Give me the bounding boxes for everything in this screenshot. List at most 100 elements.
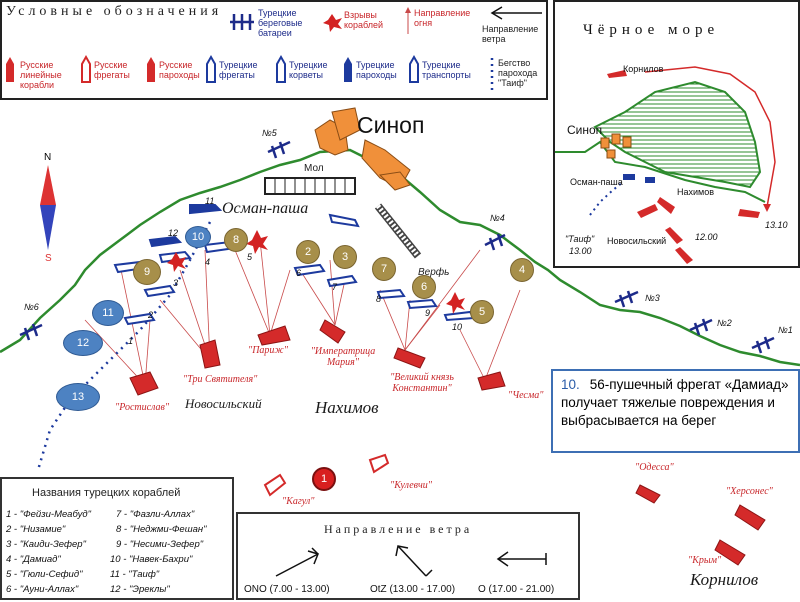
badge-11[interactable]: 11 xyxy=(92,300,124,326)
inset-drawing xyxy=(555,66,776,264)
name-item: 7 - "Фазли-Аллах" xyxy=(116,509,195,520)
ship-label-parizh: "Париж" xyxy=(248,345,288,356)
ship-number: 6 xyxy=(296,268,302,278)
wind-arrow-ono-icon xyxy=(275,547,320,577)
novosilsky-label: Новосильский xyxy=(185,396,262,411)
name-item: 4 - "Дамиад" xyxy=(6,554,61,565)
rus-steam-icon xyxy=(147,57,155,82)
inset-time-12: 12.00 xyxy=(695,232,718,242)
ship-label-rostislav: "Ростислав" xyxy=(115,402,170,413)
ship-number: 10 xyxy=(452,322,463,332)
rus-line-icon xyxy=(6,57,14,82)
badge-4[interactable]: 4 xyxy=(510,258,534,282)
badge-5[interactable]: 5 xyxy=(470,300,494,324)
inset-nakhimov: Нахимов xyxy=(677,187,715,197)
compass-n: N xyxy=(44,152,52,163)
inset-title: Чёрное море xyxy=(583,22,720,38)
badge-9[interactable]: 9 xyxy=(133,259,161,285)
kornilov-route xyxy=(644,66,776,208)
badge-12[interactable]: 12 xyxy=(63,330,103,356)
verf-label: Верфь xyxy=(418,267,450,278)
wind-label-otz: OtZ (13.00 - 17.00) xyxy=(370,584,456,595)
inset-sinop: Синоп xyxy=(567,123,603,137)
badge-1[interactable]: 1 xyxy=(312,467,336,491)
nakhimov-label: Нахимов xyxy=(315,398,379,417)
ship-label-imperatritsa: "Императрица Мария" xyxy=(310,346,376,368)
battery-label: №3 xyxy=(645,293,660,303)
legend-explosions: Взрывы кораблей xyxy=(344,10,384,30)
ship-number: 3 xyxy=(173,278,179,288)
sinop-city xyxy=(314,107,411,191)
inset-osman: Осман-паша xyxy=(570,177,623,187)
legend-fire: Направление огня xyxy=(414,8,471,28)
legend-tur-steam: Турецкие пароходы xyxy=(356,60,397,80)
ship-number: 12 xyxy=(168,228,179,238)
inset-time-1310: 13.10 xyxy=(765,220,788,230)
kornilov-label: Корнилов xyxy=(690,570,759,589)
badge-7[interactable]: 7 xyxy=(372,257,396,281)
compass-icon xyxy=(40,165,56,250)
ship-label-odessa: "Одесса" xyxy=(635,462,674,473)
badge-2[interactable]: 2 xyxy=(296,240,320,264)
legend-rus-line: Русские линейные корабли xyxy=(20,60,62,90)
name-item: 9 - "Несими-Зефер" xyxy=(116,539,204,550)
wind-direction-box: Направление ветра ONO (7.00 - 13.00) OtZ… xyxy=(236,512,580,600)
ship-number: 11 xyxy=(205,196,215,206)
inset-land xyxy=(593,80,762,189)
inset-city xyxy=(600,133,632,159)
mol xyxy=(264,177,356,195)
inset-taif: "Таиф" xyxy=(565,234,595,244)
ship-label-konstantin: "Великий князь Константин" xyxy=(390,372,454,394)
legend-title: Условные обозначения xyxy=(6,4,223,19)
badge-6[interactable]: 6 xyxy=(412,275,436,299)
legend-icons xyxy=(6,6,542,92)
badge-13[interactable]: 13 xyxy=(56,383,100,411)
ship-number: 2 xyxy=(148,310,154,320)
event-callout: 10.56-пушечный фрегат «Дамиад» получает … xyxy=(551,369,800,453)
russian-ships xyxy=(129,319,766,566)
explosion-icon xyxy=(323,14,342,32)
tur-frig-icon xyxy=(206,54,216,83)
badge-3[interactable]: 3 xyxy=(333,245,357,269)
name-item: 11 - "Таиф" xyxy=(110,569,160,580)
name-item: 5 - "Гюли-Сефид" xyxy=(6,569,83,580)
legend-rus-steam: Русские пароходы xyxy=(159,60,200,80)
badge-10[interactable]: 10 xyxy=(185,226,211,248)
name-item: 3 - "Каиди-Зефер" xyxy=(6,539,86,550)
ship-number: 7 xyxy=(332,282,338,292)
legend-panel: Условные обозначения Турецкие береговые … xyxy=(0,0,548,100)
ship-number: 4 xyxy=(205,257,211,267)
ship-number: 5 xyxy=(247,252,253,262)
name-item: 12 - "Эреклы" xyxy=(110,584,170,595)
legend-tur-trans: Турецкие транспорты xyxy=(422,60,471,80)
wind-arrows xyxy=(275,545,547,577)
tur-corv-icon xyxy=(276,54,286,83)
legend-tur-frig: Турецкие фрегаты xyxy=(219,60,258,80)
tur-steam-icon xyxy=(344,57,352,82)
legend-tur-corv: Турецкие корветы xyxy=(289,60,328,80)
turkish-ship-names: Названия турецких кораблей 1 - "Фейзи-Ме… xyxy=(0,477,234,600)
callout-number: 10. xyxy=(561,377,580,392)
ship-label-tri-svyatitelya: "Три Святителя" xyxy=(183,374,258,385)
name-item: 6 - "Ауни-Аллах" xyxy=(6,584,79,595)
ship-label-kulevchi: "Кулевчи" xyxy=(390,480,432,491)
ship-number: 1 xyxy=(128,336,134,346)
wind-title: Направление ветра xyxy=(324,522,473,536)
wind-arrow-otz-icon xyxy=(395,545,433,577)
names-title: Названия турецких кораблей xyxy=(32,487,181,499)
coastline xyxy=(0,148,800,367)
ship-number: 8 xyxy=(376,294,382,304)
turkish-ships xyxy=(113,204,476,326)
name-item: 10 - "Навек-Бахри" xyxy=(110,554,193,565)
name-item: 2 - "Низамие" xyxy=(6,524,66,535)
rus-frig-icon xyxy=(81,54,91,83)
legend-rus-frig: Русские фрегаты xyxy=(94,60,130,80)
ship-label-kagul: "Кагул" xyxy=(282,496,315,507)
mol-label: Мол xyxy=(304,163,324,174)
explosion-icon xyxy=(167,230,465,314)
battery-label: №4 xyxy=(490,213,505,223)
compass-s: S xyxy=(45,253,52,264)
inset-map: Чёрное море Корнилов Синоп Осман-паша На… xyxy=(553,0,800,268)
badge-8[interactable]: 8 xyxy=(224,228,248,252)
